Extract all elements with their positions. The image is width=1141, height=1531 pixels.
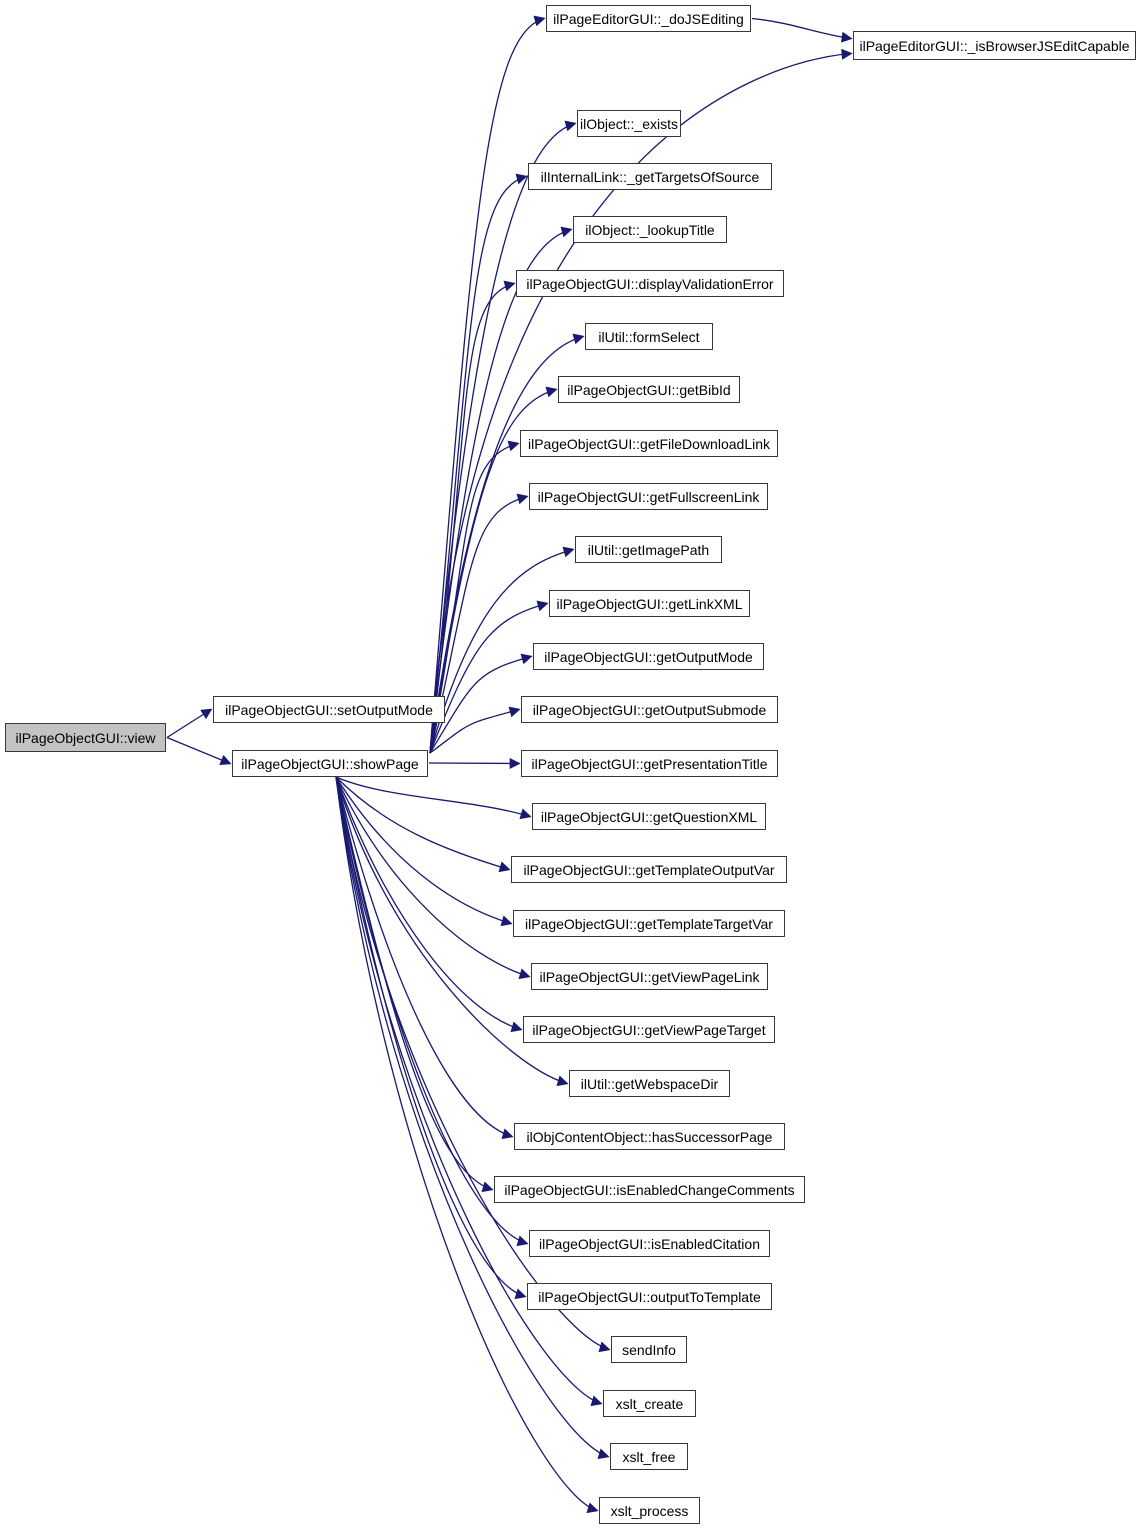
graph-node-showPage[interactable]: ilPageObjectGUI::showPage bbox=[232, 750, 428, 777]
graph-node-getFileDownloadLink[interactable]: ilPageObjectGUI::getFileDownloadLink bbox=[520, 430, 778, 457]
graph-node-label: ilPageObjectGUI::getViewPageTarget bbox=[532, 1021, 766, 1038]
graph-node-sendInfo[interactable]: sendInfo bbox=[611, 1336, 687, 1363]
graph-node-getOutputSubmode[interactable]: ilPageObjectGUI::getOutputSubmode bbox=[521, 696, 778, 723]
graph-node-label: ilPageObjectGUI::isEnabledChangeComments bbox=[504, 1181, 795, 1198]
graph-node-outputToTemplate[interactable]: ilPageObjectGUI::outputToTemplate bbox=[527, 1283, 772, 1310]
edge-showPage-to-isEnabledChangeComments bbox=[335, 776, 494, 1193]
graph-node-label: ilPageObjectGUI::isEnabledCitation bbox=[538, 1235, 760, 1252]
edge-showPage-to-getTemplateTargetVar bbox=[335, 776, 513, 927]
graph-node-label: ilObject::_lookupTitle bbox=[585, 221, 715, 238]
graph-node-label: ilObjContentObject::hasSuccessorPage bbox=[526, 1128, 773, 1145]
edge-showPage-to-hasSuccessorPage bbox=[335, 776, 514, 1140]
graph-node-label: sendInfo bbox=[622, 1341, 676, 1358]
graph-node-view[interactable]: ilPageObjectGUI::view bbox=[5, 723, 166, 752]
graph-node-getTemplateTargetVar[interactable]: ilPageObjectGUI::getTemplateTargetVar bbox=[513, 910, 785, 937]
graph-node-label: ilPageObjectGUI::getFullscreenLink bbox=[537, 488, 760, 505]
edge-showPage-to-getViewPageTarget bbox=[335, 776, 523, 1033]
graph-node-label: ilPageEditorGUI::_isBrowserJSEditCapable bbox=[859, 37, 1130, 54]
graph-node-getOutputMode[interactable]: ilPageObjectGUI::getOutputMode bbox=[533, 643, 764, 670]
graph-node-xslt_create[interactable]: xslt_create bbox=[603, 1390, 696, 1417]
graph-node-label: ilPageObjectGUI::showPage bbox=[241, 755, 419, 772]
graph-node-label: xslt_create bbox=[615, 1395, 684, 1412]
graph-node-isEnabledCitation[interactable]: ilPageObjectGUI::isEnabledCitation bbox=[529, 1230, 770, 1257]
graph-node-formSelect[interactable]: ilUtil::formSelect bbox=[585, 323, 713, 350]
graph-node-label: ilPageObjectGUI::getOutputMode bbox=[544, 648, 753, 665]
graph-node-getTemplateOutputVar[interactable]: ilPageObjectGUI::getTemplateOutputVar bbox=[511, 856, 787, 883]
graph-node-doJSEditing[interactable]: ilPageEditorGUI::_doJSEditing bbox=[546, 5, 751, 32]
graph-node-label: ilPageObjectGUI::getPresentationTitle bbox=[531, 755, 768, 772]
graph-node-getLinkXML[interactable]: ilPageObjectGUI::getLinkXML bbox=[549, 590, 750, 617]
edge-view-to-showPage bbox=[166, 736, 232, 766]
edge-showPage-to-getPresentationTitle bbox=[428, 757, 521, 769]
graph-node-getPresentationTitle[interactable]: ilPageObjectGUI::getPresentationTitle bbox=[521, 750, 778, 777]
edge-showPage-to-doJSEditing bbox=[429, 15, 546, 754]
graph-node-label: xslt_free bbox=[622, 1448, 676, 1465]
edge-showPage-to-getQuestionXML bbox=[335, 776, 532, 820]
graph-node-setOutputMode[interactable]: ilPageObjectGUI::setOutputMode bbox=[213, 696, 445, 723]
graph-node-label: ilPageObjectGUI::outputToTemplate bbox=[538, 1288, 761, 1305]
edge-showPage-to-getOutputMode bbox=[429, 653, 533, 754]
edge-showPage-to-getTemplateOutputVar bbox=[335, 776, 511, 873]
graph-node-getWebspaceDir[interactable]: ilUtil::getWebspaceDir bbox=[569, 1070, 730, 1097]
edge-showPage-to-getLinkXML bbox=[429, 600, 549, 754]
graph-node-label: ilPageObjectGUI::getTemplateTargetVar bbox=[525, 915, 773, 932]
graph-node-label: ilUtil::getWebspaceDir bbox=[580, 1075, 719, 1092]
graph-node-getFullscreenLink[interactable]: ilPageObjectGUI::getFullscreenLink bbox=[529, 483, 768, 510]
edge-showPage-to-getTargetsOfSource bbox=[429, 173, 528, 754]
graph-node-label: ilPageObjectGUI::getQuestionXML bbox=[540, 808, 758, 825]
graph-node-label: ilPageObjectGUI::getTemplateOutputVar bbox=[523, 861, 775, 878]
graph-node-label: ilPageObjectGUI::displayValidationError bbox=[526, 275, 774, 292]
graph-node-xslt_process[interactable]: xslt_process bbox=[599, 1497, 700, 1524]
graph-node-getImagePath[interactable]: ilUtil::getImagePath bbox=[575, 536, 722, 563]
graph-node-lookupTitle[interactable]: ilObject::_lookupTitle bbox=[573, 216, 727, 243]
graph-node-xslt_free[interactable]: xslt_free bbox=[610, 1443, 688, 1470]
graph-node-getTargetsOfSource[interactable]: ilInternalLink::_getTargetsOfSource bbox=[528, 163, 772, 190]
graph-node-label: ilInternalLink::_getTargetsOfSource bbox=[540, 168, 760, 185]
graph-node-getBibId[interactable]: ilPageObjectGUI::getBibId bbox=[558, 376, 740, 403]
graph-node-isBrowserJSEditCapable[interactable]: ilPageEditorGUI::_isBrowserJSEditCapable bbox=[853, 31, 1136, 60]
graph-node-label: ilUtil::getImagePath bbox=[587, 541, 710, 558]
graph-node-label: ilObject::_exists bbox=[579, 115, 679, 132]
graph-node-label: ilPageObjectGUI::getLinkXML bbox=[556, 595, 743, 612]
graph-node-getQuestionXML[interactable]: ilPageObjectGUI::getQuestionXML bbox=[532, 803, 766, 830]
graph-node-isEnabledChangeComments[interactable]: ilPageObjectGUI::isEnabledChangeComments bbox=[494, 1176, 805, 1203]
edge-showPage-to-getViewPageLink bbox=[335, 776, 531, 980]
graph-node-label: ilPageObjectGUI::view bbox=[15, 729, 156, 746]
graph-node-label: xslt_process bbox=[610, 1502, 689, 1519]
graph-node-label: ilPageObjectGUI::getViewPageLink bbox=[539, 968, 760, 985]
graph-node-displayValidationError[interactable]: ilPageObjectGUI::displayValidationError bbox=[516, 270, 784, 297]
graph-node-label: ilPageObjectGUI::getBibId bbox=[567, 381, 731, 398]
graph-node-getViewPageTarget[interactable]: ilPageObjectGUI::getViewPageTarget bbox=[523, 1016, 775, 1043]
graph-node-label: ilPageObjectGUI::setOutputMode bbox=[225, 701, 433, 718]
graph-node-exists[interactable]: ilObject::_exists bbox=[577, 110, 681, 137]
edge-showPage-to-isEnabledCitation bbox=[335, 776, 529, 1247]
edge-showPage-to-outputToTemplate bbox=[335, 776, 527, 1300]
graph-node-label: ilUtil::formSelect bbox=[598, 328, 700, 345]
graph-node-label: ilPageObjectGUI::getFileDownloadLink bbox=[527, 435, 770, 452]
edge-doJSEditing-to-isBrowserJSEditCapable bbox=[751, 17, 853, 43]
edge-showPage-to-displayValidationError bbox=[429, 280, 516, 754]
graph-node-label: ilPageObjectGUI::getOutputSubmode bbox=[532, 701, 767, 718]
graph-node-hasSuccessorPage[interactable]: ilObjContentObject::hasSuccessorPage bbox=[514, 1123, 785, 1150]
graph-node-label: ilPageEditorGUI::_doJSEditing bbox=[553, 10, 744, 27]
edge-view-to-setOutputMode bbox=[166, 708, 213, 739]
graph-node-getViewPageLink[interactable]: ilPageObjectGUI::getViewPageLink bbox=[531, 963, 768, 990]
